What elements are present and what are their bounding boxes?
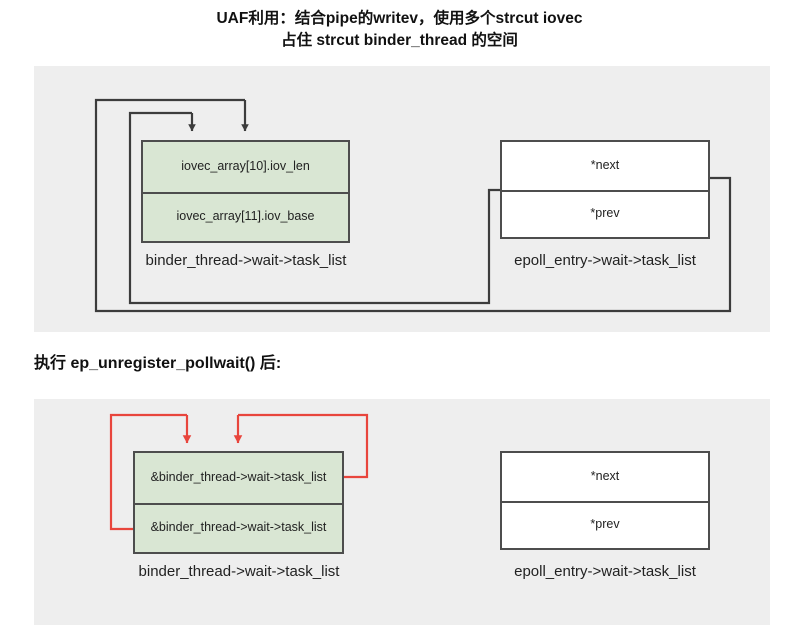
binder-two-row-top: &binder_thread->wait->task_list [150, 469, 327, 484]
epoll-one-row-next: *next [590, 157, 620, 172]
caption-epoll-entry-two: epoll_entry->wait->task_list [514, 563, 696, 580]
page-title: UAF利用：结合pipe的writev，使用多个strcut iovec 占住 … [0, 8, 799, 53]
binder-thread-struct-box-two: &binder_thread->wait->task_list &binder_… [133, 451, 344, 554]
page-title-line-1: UAF利用：结合pipe的writev，使用多个strcut iovec [216, 10, 583, 27]
caption-binder-thread-two: binder_thread->wait->task_list [138, 563, 340, 580]
iovec-array-struct-box: iovec_array[10].iov_len iovec_array[11].… [141, 140, 350, 243]
epoll-entry-struct-box-one: *next *prev [500, 140, 710, 239]
binder-two-row-bottom: &binder_thread->wait->task_list [135, 502, 342, 553]
caption-epoll-entry-one: epoll_entry->wait->task_list [514, 252, 696, 269]
caption-binder-thread-one: binder_thread->wait->task_list [145, 252, 347, 269]
epoll-entry-struct-box-two: *next *prev [500, 451, 710, 550]
epoll-one-row-prev: *prev [502, 189, 708, 238]
page-title-line-2: 占住 strcut binder_thread 的空间 [281, 32, 518, 50]
section-heading-after-unregister: 执行 ep_unregister_pollwait() 后: [34, 355, 282, 372]
iovec-row-iov-len: iovec_array[10].iov_len [181, 158, 310, 173]
epoll-two-row-prev: *prev [502, 500, 708, 549]
iovec-row-iov-base: iovec_array[11].iov_base [143, 191, 348, 242]
epoll-two-row-next: *next [590, 468, 620, 483]
